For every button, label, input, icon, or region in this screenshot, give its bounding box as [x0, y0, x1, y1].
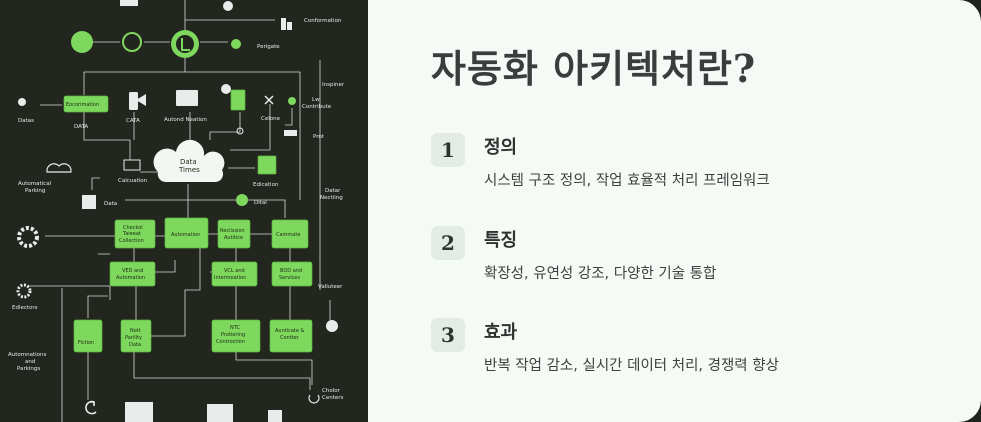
label-print: Prnt [313, 134, 325, 140]
label-calcuation: Calcuation [118, 178, 148, 184]
label-aunticate-2: Contter [280, 335, 300, 341]
item-title: 효과 [484, 322, 518, 343]
label-nott-2: Parility [125, 335, 142, 341]
number-badge: 3 [431, 318, 465, 352]
item-description: 확장성, 유연성 강조, 다양한 기술 통합 [484, 266, 717, 282]
label-data-small: Data [104, 201, 117, 207]
label-fiction: Fiction [78, 340, 94, 346]
number-badge: 1 [431, 133, 465, 167]
label-cammate: Cammate [276, 232, 300, 238]
label-aunticate-1: Aunticate & [275, 328, 305, 334]
label-edlectors: Edlectors [12, 305, 38, 311]
label-ntc-2: Protiering [221, 332, 245, 338]
label-nectiing: Nectiing [320, 195, 343, 201]
number-badge: 2 [431, 226, 465, 260]
label-autond: Autond Neation [164, 117, 207, 123]
label-vcl-2: Intermeation [214, 275, 246, 281]
label-ved-2: Automation [116, 275, 145, 281]
label-data-times-2: Times [178, 166, 200, 174]
slide-title: 자동화 아키텍처란? [431, 46, 757, 91]
label-law: Lw [312, 97, 320, 103]
label-edication: Edication [253, 182, 279, 188]
label-cholor-1: Cholor [322, 388, 341, 394]
label-checkol-1: Checkol [123, 225, 143, 231]
label-parking: Parking [25, 188, 45, 194]
label-ntc-1: NTC [230, 325, 241, 331]
label-dital: Dital [254, 200, 267, 206]
label-datar: Datar [325, 188, 341, 194]
label-cholor-2: Centers [322, 395, 344, 401]
label-nott-3: Data [129, 342, 141, 348]
label-conformation: Conformation [304, 18, 342, 24]
item-description: 반복 작업 감소, 실시간 데이터 처리, 경쟁력 향상 [484, 358, 779, 374]
label-automation: Automation [171, 232, 200, 238]
label-reclission-1: Reclission [220, 228, 245, 234]
label-contribute: Contribute [302, 104, 332, 110]
label-checkol-3: Collection [119, 238, 144, 244]
architecture-diagram: Conformation Perigate Inspiner Lw Contri… [0, 0, 368, 422]
label-ntc-3: Controction [216, 339, 245, 345]
label-data-times-1: Data [180, 158, 197, 166]
label-ved-1: VED and [122, 268, 143, 274]
item-description: 시스템 구조 정의, 작업 효율적 처리 프레임워크 [484, 173, 770, 189]
label-reclission-2: Autitice [224, 235, 243, 241]
label-cata: CATA [126, 118, 140, 124]
label-datas: Datas [18, 118, 34, 124]
item-title: 특징 [484, 230, 518, 251]
label-bod-2: Services [279, 275, 300, 281]
label-ecorimation: Eocorimation [66, 102, 99, 108]
label-data-left: DATA [74, 124, 88, 130]
label-nott-1: Nott [130, 328, 141, 334]
content-panel: 자동화 아키텍처란? 1 정의 시스템 구조 정의, 작업 효율적 처리 프레임… [368, 0, 981, 422]
label-vcl-1: VCL and [224, 268, 245, 274]
label-automnations-2: and [25, 359, 35, 365]
item-title: 정의 [484, 137, 518, 158]
label-valluteer: Valluteer [318, 284, 343, 290]
label-inspiner: Inspiner [322, 82, 345, 88]
label-celone: Celone [261, 116, 281, 122]
label-bod-1: BOD and [280, 268, 302, 274]
label-automatical: Automatical [18, 181, 52, 187]
label-perigate: Perigate [257, 44, 280, 50]
label-checkol-2: Taieeat [122, 231, 141, 237]
label-automnations-1: Automnations [8, 352, 47, 358]
label-automnations-3: Parkings [17, 366, 40, 372]
